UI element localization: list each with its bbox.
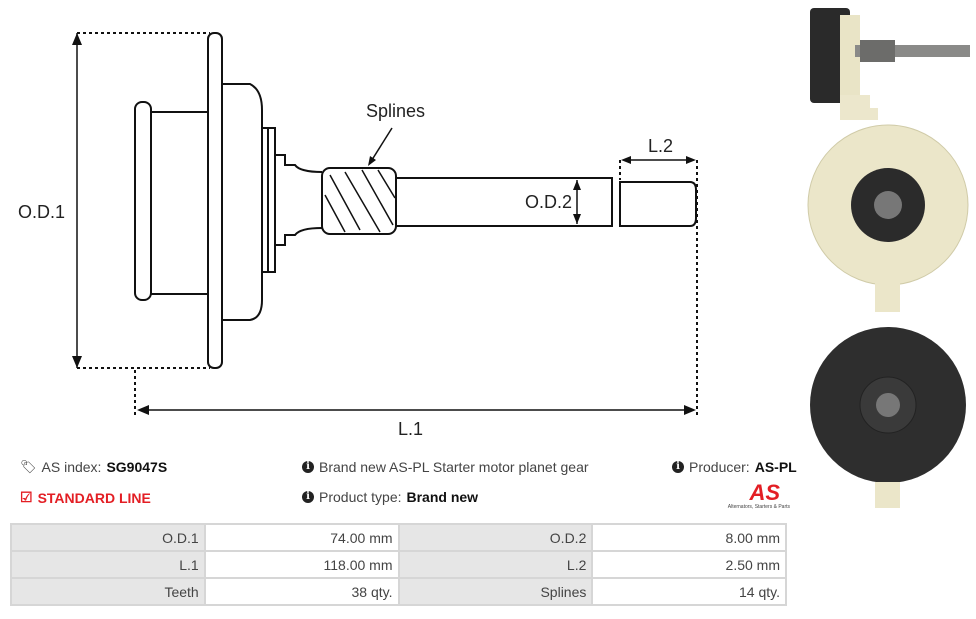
spec-value: 74.00 mm <box>203 523 400 552</box>
description-text: Brand new AS-PL Starter motor planet gea… <box>319 459 589 475</box>
product-type-label: Product type: <box>319 489 402 505</box>
spec-value: 8.00 mm <box>591 523 787 552</box>
photo-back-view <box>810 327 966 508</box>
info-icon: i <box>302 461 314 473</box>
info-icon: i <box>302 491 314 503</box>
tag-icon: 🏷 <box>20 459 37 474</box>
logo-tagline: Alternators, Starters & Parts <box>727 504 790 510</box>
as-index-label: AS index: <box>41 459 102 475</box>
table-row: L.1 118.00 mm L.2 2.50 mm <box>10 550 787 579</box>
line-badge: ☑ STANDARD LINE <box>20 489 151 506</box>
spec-label: O.D.1 <box>10 523 206 552</box>
product-type: i Product type: Brand new <box>302 489 478 505</box>
l1-label: L.1 <box>398 419 423 439</box>
product-type-value: Brand new <box>406 489 479 505</box>
product-photos <box>807 8 970 508</box>
spec-label: O.D.2 <box>397 523 594 552</box>
checkbox-icon: ☑ <box>20 489 33 505</box>
l2-label: L.2 <box>648 136 673 156</box>
description: i Brand new AS-PL Starter motor planet g… <box>302 459 589 475</box>
producer-label: Producer: <box>689 459 750 475</box>
as-index: 🏷 AS index: SG9047S <box>20 459 167 475</box>
spec-value: 118.00 mm <box>203 550 400 579</box>
spec-label: L.1 <box>10 550 206 579</box>
as-index-value: SG9047S <box>106 459 168 475</box>
od2-label: O.D.2 <box>525 192 572 212</box>
as-pl-logo: AS Alternators, Starters & Parts <box>716 480 790 511</box>
line-label: STANDARD LINE <box>37 489 151 506</box>
od1-label: O.D.1 <box>18 202 65 222</box>
table-row: O.D.1 74.00 mm O.D.2 8.00 mm <box>10 523 787 552</box>
spec-label: Teeth <box>10 577 206 606</box>
specs-table: O.D.1 74.00 mm O.D.2 8.00 mm L.1 118.00 … <box>10 523 787 606</box>
photo-side-view <box>810 8 970 120</box>
logo-text: AS <box>749 480 780 505</box>
table-row: Teeth 38 qty. Splines 14 qty. <box>10 577 787 606</box>
spec-label: Splines <box>397 577 594 606</box>
splines-label: Splines <box>366 101 425 121</box>
spec-value: 38 qty. <box>203 577 400 606</box>
spec-value: 2.50 mm <box>591 550 787 579</box>
spec-value: 14 qty. <box>591 577 787 606</box>
spec-label: L.2 <box>397 550 594 579</box>
photo-front-view <box>807 124 969 312</box>
technical-drawing: O.D.1 O.D.2 L.1 L.2 Splines <box>18 32 698 439</box>
info-icon: i <box>672 461 684 473</box>
producer: i Producer: AS-PL <box>672 459 797 475</box>
producer-value: AS-PL <box>754 459 797 475</box>
